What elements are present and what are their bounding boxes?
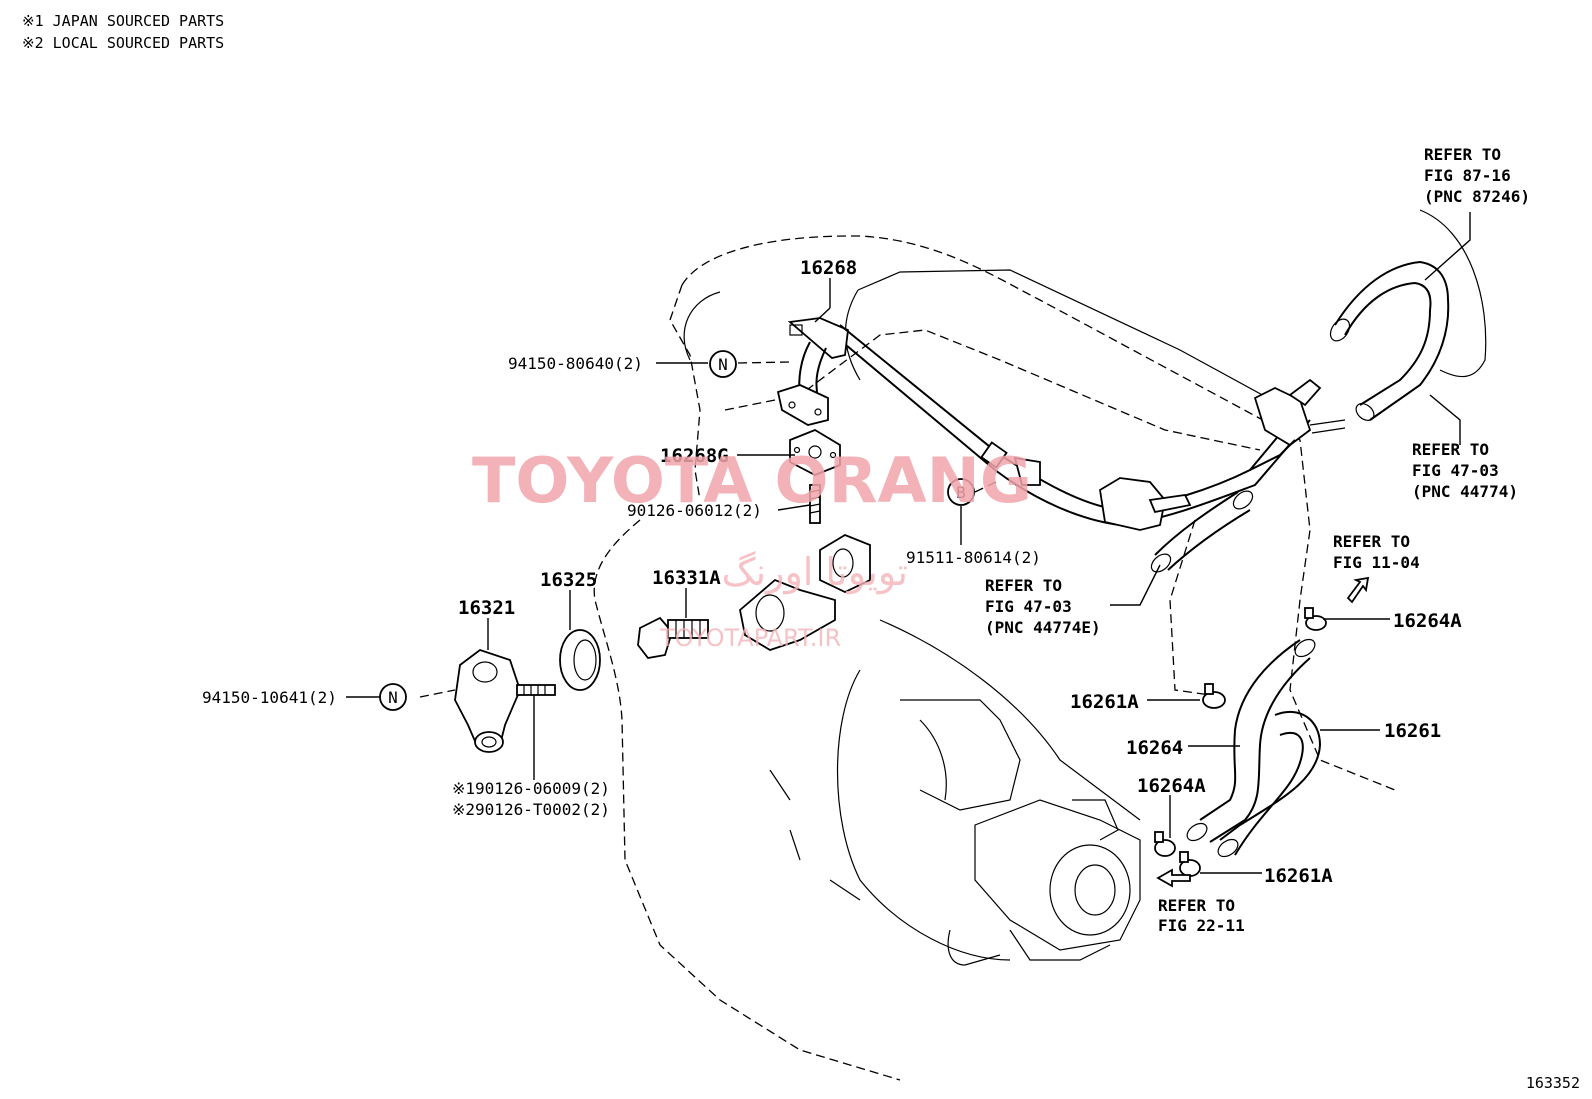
svg-text:(PNC 87246): (PNC 87246)	[1424, 187, 1530, 206]
callout-16325[interactable]: 16325	[540, 569, 597, 591]
label-90126-T0002[interactable]: ※290126-T0002(2)	[452, 800, 610, 819]
label-94150-80640[interactable]: 94150-80640(2)	[508, 354, 643, 373]
callout-16264A-bot[interactable]: 16264A	[1137, 775, 1206, 797]
svg-text:N: N	[388, 688, 398, 707]
clamp-16261A-mid[interactable]	[1202, 683, 1226, 709]
svg-text:REFER TO: REFER TO	[1333, 532, 1410, 551]
watermark-main: TOYOTA ORANG	[472, 444, 1032, 517]
water-bypass-pipe-16268[interactable]	[776, 317, 1346, 531]
ref-fig-87-16[interactable]: REFER TO FIG 87-16 (PNC 87246)	[1424, 145, 1530, 206]
svg-text:FIG 47-03: FIG 47-03	[1412, 461, 1499, 480]
gasket-16268G[interactable]	[789, 428, 841, 476]
arrow-left-icon	[1156, 868, 1191, 888]
svg-text:(PNC 44774E): (PNC 44774E)	[985, 618, 1101, 637]
svg-text:FIG 87-16: FIG 87-16	[1424, 166, 1511, 185]
hose-16261[interactable]	[1215, 710, 1322, 860]
callout-16331A[interactable]: 16331A	[652, 567, 721, 589]
label-94150-10641[interactable]: 94150-10641(2)	[202, 688, 337, 707]
svg-text:REFER TO: REFER TO	[1412, 440, 1489, 459]
watermark-site: TOYOTAPART.IR	[659, 624, 841, 652]
label-90126-06012[interactable]: 90126-06012(2)	[627, 501, 762, 520]
svg-text:REFER TO: REFER TO	[1424, 145, 1501, 164]
svg-text:REFER TO: REFER TO	[985, 576, 1062, 595]
hose-44774E	[1150, 490, 1254, 573]
engine-block	[683, 209, 1487, 966]
water-inlet-housing	[739, 533, 871, 651]
clamp-16264A-bot[interactable]	[1154, 831, 1176, 857]
stud-90126-06012[interactable]	[809, 484, 821, 524]
callout-16261[interactable]: 16261	[1384, 720, 1441, 742]
leader-lines	[346, 212, 1471, 874]
svg-text:FIG 11-04: FIG 11-04	[1333, 553, 1420, 572]
figure-id: 163352	[1526, 1074, 1580, 1092]
ref-fig-47-03-44774E[interactable]: REFER TO FIG 47-03 (PNC 44774E)	[985, 576, 1101, 637]
ref-fig-47-03-44774[interactable]: REFER TO FIG 47-03 (PNC 44774)	[1412, 440, 1518, 501]
hose-16264[interactable]	[1184, 636, 1318, 844]
svg-text:(PNC 44774): (PNC 44774)	[1412, 482, 1518, 501]
callout-16321[interactable]: 16321	[458, 597, 515, 619]
arrow-up-icon	[1346, 576, 1370, 604]
stud-90126-06009[interactable]	[516, 684, 556, 696]
callout-16261A-bot[interactable]: 16261A	[1264, 865, 1333, 887]
note-japan-sourced: ※1 JAPAN SOURCED PARTS	[22, 12, 224, 30]
ref-fig-11-04[interactable]: REFER TO FIG 11-04	[1333, 532, 1420, 572]
symbol-n-lower: N	[379, 683, 407, 711]
callout-16264[interactable]: 16264	[1126, 737, 1183, 759]
svg-text:FIG 47-03: FIG 47-03	[985, 597, 1072, 616]
note-local-sourced: ※2 LOCAL SOURCED PARTS	[22, 34, 224, 52]
clamp-16264A-top[interactable]	[1304, 607, 1327, 631]
clamp-16261A-bot[interactable]	[1179, 851, 1201, 877]
watermark-persian: تویوتا اورنگ	[722, 550, 909, 595]
callout-16268[interactable]: 16268	[800, 257, 857, 279]
symbol-b: B	[947, 478, 975, 506]
ref-fig-22-11[interactable]: REFER TO FIG 22-11	[1158, 896, 1245, 935]
label-90126-06009[interactable]: ※190126-06009(2)	[452, 779, 610, 798]
symbol-n-upper: N	[709, 350, 737, 378]
svg-text:N: N	[718, 355, 728, 374]
water-inlet-16321[interactable]	[454, 648, 521, 753]
svg-text:FIG 22-11: FIG 22-11	[1158, 916, 1245, 935]
svg-text:REFER TO: REFER TO	[1158, 896, 1235, 915]
gasket-16325[interactable]	[559, 629, 601, 691]
callout-16268G[interactable]: 16268G	[660, 445, 729, 467]
label-91511-80614[interactable]: 91511-80614(2)	[906, 548, 1041, 567]
callout-16261A-mid[interactable]: 16261A	[1070, 691, 1139, 713]
svg-text:B: B	[956, 483, 966, 502]
callout-16264A-top[interactable]: 16264A	[1393, 610, 1462, 632]
heater-hose-upper	[1329, 260, 1450, 421]
thermostat-16331A[interactable]	[637, 616, 709, 659]
